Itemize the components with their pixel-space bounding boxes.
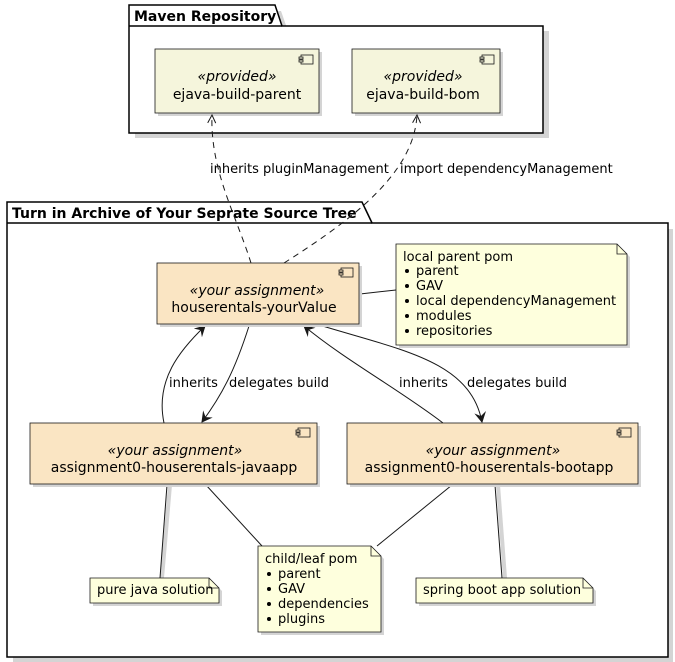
edge-bootapp-inherits: inherits — [303, 325, 448, 424]
edge-label: inherits — [169, 376, 218, 391]
note-text: pure java solution — [97, 583, 214, 598]
stereotype-label: «your assignment» — [190, 283, 325, 299]
note-text: spring boot app solution — [423, 583, 581, 598]
edge-bootapp-delegates: delegates build — [315, 323, 567, 423]
component-bootapp[interactable]: «your assignment» assignment0-houserenta… — [346, 422, 641, 487]
component-icon — [479, 54, 495, 65]
note-list-item: repositories — [416, 324, 493, 339]
note-list-item: local dependencyManagement — [416, 294, 616, 309]
note-list-item: GAV — [278, 582, 305, 597]
note-list-item: GAV — [416, 279, 443, 294]
component-icon — [298, 54, 314, 65]
stereotype-label: «your assignment» — [426, 443, 561, 459]
note-connectors — [159, 289, 507, 579]
edge-label: import dependencyManagement — [400, 162, 613, 177]
note-list: parent GAV dependencies plugins — [267, 567, 369, 627]
edge-label: delegates build — [229, 376, 329, 391]
stereotype-label: «your assignment» — [108, 443, 243, 459]
note-child-leaf-pom: child/leaf pom parent GAV dependencies p… — [257, 545, 384, 635]
note-list: parent GAV local dependencyManagement mo… — [405, 264, 616, 339]
note-list-item: dependencies — [278, 597, 369, 612]
edge-label: delegates build — [467, 376, 567, 391]
component-ejava-build-bom[interactable]: «provided» ejava-build-bom — [351, 48, 503, 116]
edge-label: inherits pluginManagement — [210, 162, 389, 177]
note-title: local parent pom — [403, 250, 513, 265]
note-list-item: modules — [416, 309, 472, 324]
note-list-item: parent — [416, 264, 459, 279]
note-pure-java-solution: pure java solution — [89, 577, 222, 606]
note-spring-boot-solution: spring boot app solution — [415, 577, 596, 606]
edge-inherits-plugin-management: inherits pluginManagement — [210, 115, 389, 264]
component-name: houserentals-yourValue — [171, 300, 336, 316]
edge-import-dependency-management: import dependencyManagement — [283, 115, 613, 264]
component-icon — [295, 427, 311, 438]
note-list-item: parent — [278, 567, 321, 582]
note-list-item: plugins — [278, 612, 325, 627]
component-name: ejava-build-bom — [366, 87, 480, 103]
package-title-maven: Maven Repository — [134, 9, 276, 25]
stereotype-label: «provided» — [197, 69, 276, 85]
note-local-parent-pom: local parent pom parent GAV local depend… — [395, 243, 630, 348]
component-name: ejava-build-parent — [173, 87, 302, 103]
component-name: assignment0-houserentals-javaapp — [51, 460, 298, 476]
component-icon — [616, 427, 632, 438]
package-title-turnin: Turn in Archive of Your Seprate Source T… — [12, 206, 357, 222]
component-houserentals-yourvalue[interactable]: «your assignment» houserentals-yourValue — [156, 262, 362, 327]
stereotype-label: «provided» — [383, 69, 462, 85]
edge-javaapp-delegates: delegates build — [201, 325, 329, 423]
edge-javaapp-inherits: inherits — [161, 325, 218, 424]
component-name: assignment0-houserentals-bootapp — [365, 460, 614, 476]
component-ejava-build-parent[interactable]: «provided» ejava-build-parent — [154, 48, 322, 116]
component-icon — [338, 267, 354, 278]
note-title: child/leaf pom — [265, 552, 357, 567]
edge-label: inherits — [399, 376, 448, 391]
component-javaapp[interactable]: «your assignment» assignment0-houserenta… — [29, 422, 320, 487]
